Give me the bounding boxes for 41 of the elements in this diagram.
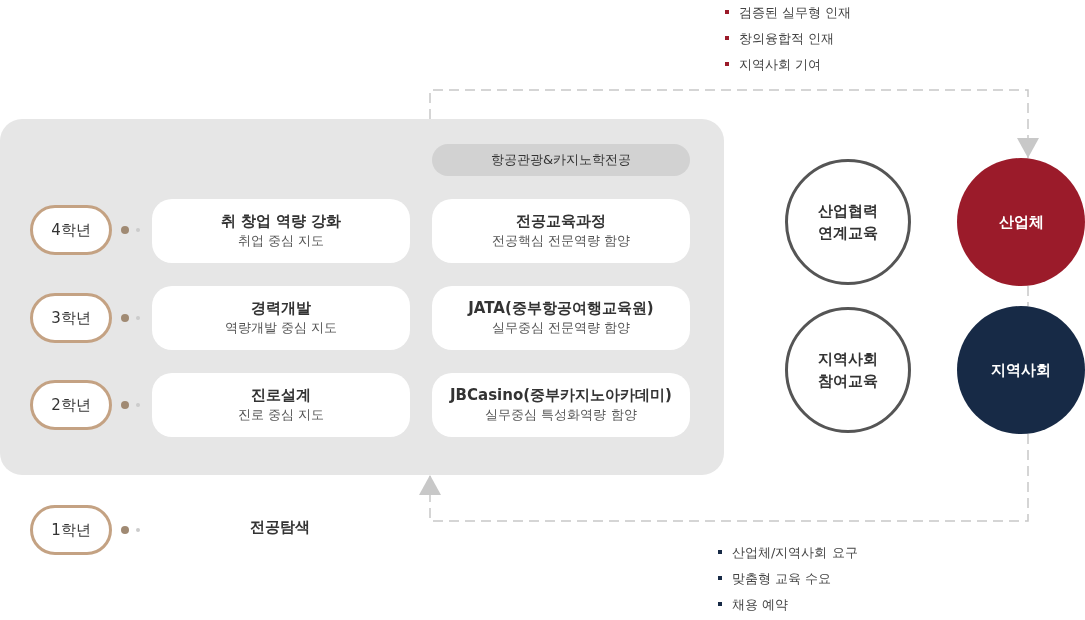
dashed-arrow <box>429 89 1039 159</box>
node-label: 항공관광&카지노학전공 <box>490 151 632 170</box>
course-card <box>152 373 410 437</box>
bullet-item: 산업체/지역사회 요구 <box>718 540 858 566</box>
node-label: 지역사회 <box>991 359 1051 381</box>
node-label: 1학년 <box>51 519 91 541</box>
grade-pill <box>30 205 112 255</box>
course-card <box>432 199 690 263</box>
stage-label: 전공탐색 <box>250 518 310 537</box>
bullet-item: 검증된 실무형 인재 <box>725 0 852 26</box>
course-card <box>432 373 690 437</box>
card-subtitle: 전공핵심 전문역량 함양 <box>491 232 631 251</box>
node-label: 4학년 <box>51 219 91 241</box>
card-title: 전공교육과정 <box>516 211 606 233</box>
bullet-item: 맞춤형 교육 수요 <box>718 566 858 592</box>
card-subtitle: 취업 중심 지도 <box>237 232 325 251</box>
node-label: 2학년 <box>51 394 91 416</box>
grade-pill <box>30 293 112 343</box>
card-subtitle: 실무중심 특성화역량 함양 <box>485 406 637 425</box>
bullet-item: 채용 예약 <box>718 592 858 618</box>
card-subtitle: 진로 중심 지도 <box>237 406 325 425</box>
course-card <box>152 199 410 263</box>
bullet-item: 지역사회 기여 <box>725 52 852 78</box>
card-title: JATA(중부항공여행교육원) <box>468 298 654 320</box>
card-title: 취 창업 역량 강화 <box>220 211 342 233</box>
course-card <box>432 286 690 350</box>
node-label: 산업체 <box>998 211 1044 233</box>
card-subtitle: 역량개발 중심 지도 <box>224 319 338 338</box>
dashed-arrow <box>419 433 1029 522</box>
course-card <box>152 286 410 350</box>
card-title: JBCasino(중부카지노아카데미) <box>450 385 672 407</box>
node-label: 지역사회 참여교육 <box>817 348 879 392</box>
card-title: 진로설계 <box>251 385 311 407</box>
grade-pill <box>30 380 112 430</box>
bullet-item: 창의융합적 인재 <box>725 26 852 52</box>
node-label: 3학년 <box>51 307 91 329</box>
grade-pill <box>30 505 112 555</box>
card-subtitle: 실무중심 전문역량 함양 <box>491 319 631 338</box>
node-label: 산업협력 연계교육 <box>817 200 879 244</box>
card-title: 경력개발 <box>251 298 311 320</box>
program-panel <box>0 119 724 475</box>
